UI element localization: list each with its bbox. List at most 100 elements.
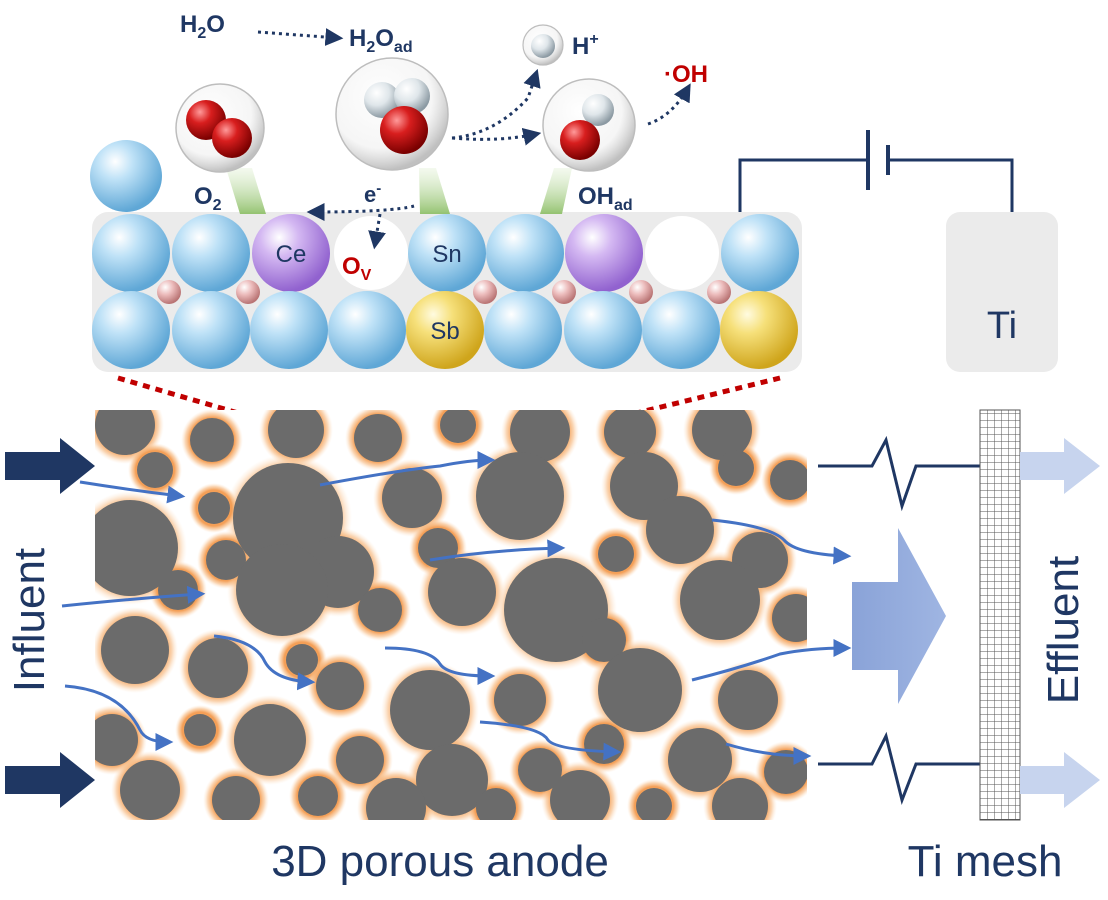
ce-atom: [252, 214, 330, 292]
sn-atom: [172, 291, 250, 369]
electron-label: e-: [364, 180, 381, 207]
anode-particle: [188, 638, 248, 698]
arrow-to-proton: [451, 68, 541, 140]
effluent-arrow-bottom: [1020, 752, 1100, 808]
sn-atom: [486, 214, 564, 292]
ce-atom: [565, 214, 643, 292]
anode-particle: [184, 714, 216, 746]
circuit-wire: [738, 130, 1014, 212]
oxygen-atom: [473, 280, 497, 304]
sn-atom: [172, 214, 250, 292]
anode-particle: [286, 644, 318, 676]
effluent-arrow-top: [1020, 438, 1100, 494]
ti-mesh: [979, 409, 1021, 821]
anode-particle: [504, 558, 608, 662]
oxygen-atom: [552, 280, 576, 304]
adsorption-cones: [226, 168, 572, 214]
anode-particle: [646, 496, 714, 564]
anode-particle: [354, 414, 402, 462]
ti-mesh-label: Ti mesh: [908, 837, 1063, 886]
sb-atom: [406, 291, 484, 369]
anode-particle: [476, 788, 516, 820]
oh-radical-label: ·OH: [664, 61, 708, 88]
effluent-arrows: [1020, 438, 1100, 808]
influent-label: Influent: [5, 548, 54, 692]
o2-label: O2: [194, 183, 222, 214]
anode-particle: [772, 594, 807, 642]
anode-particle: [206, 540, 246, 580]
porous-anode: [95, 410, 807, 820]
sn-atom: [484, 291, 562, 369]
anode-particle: [137, 452, 173, 488]
anode-particle: [668, 728, 732, 792]
oxygen-atom: [629, 280, 653, 304]
sn-atom: [92, 291, 170, 369]
anode-particle: [598, 536, 634, 572]
influent-arrow-top: [5, 438, 95, 494]
anode-particle: [510, 410, 570, 462]
anode-particle: [518, 748, 562, 792]
anode-particle: [494, 674, 546, 726]
anode-particle: [604, 410, 656, 458]
anode-particle: [190, 418, 234, 462]
anode-particle: [390, 670, 470, 750]
flow-direction-arrow: [852, 528, 946, 704]
effluent-label: Effluent: [1039, 556, 1088, 704]
anode-particle: [718, 670, 778, 730]
sb-label: Sb: [430, 318, 459, 345]
oxygen-atom: [707, 280, 731, 304]
anode-particle: [95, 714, 138, 766]
anode-particle: [236, 544, 328, 636]
ti-electrode-label: Ti: [987, 305, 1017, 347]
anode-particle: [476, 452, 564, 540]
mesh-wires: [818, 435, 980, 805]
arrow-h2o-adsorption: [257, 28, 344, 47]
ce-label: Ce: [276, 241, 307, 268]
h2o-label: H2O: [180, 11, 225, 42]
influent-arrows: [5, 438, 95, 808]
surface-atom: [90, 140, 162, 212]
proton-label: H+: [572, 31, 599, 60]
sn-atom: [642, 291, 720, 369]
anode-particle: [298, 776, 338, 816]
sn-atom: [328, 291, 406, 369]
anode-particle: [712, 778, 768, 820]
oxygen-atom: [157, 280, 181, 304]
adsorption-cone: [419, 168, 450, 214]
anode-particle: [550, 770, 610, 820]
arrow-to-vacancy: [368, 213, 386, 250]
anode-particle: [316, 662, 364, 710]
adsorption-cone: [540, 168, 572, 214]
oh-molecule: [542, 78, 636, 172]
anode-particle: [636, 788, 672, 820]
sn-atom: [721, 214, 799, 292]
reaction-arrows: [257, 28, 691, 250]
anode-particle: [120, 760, 180, 820]
arrow-to-ohad: [451, 127, 542, 146]
sn-atom: [250, 291, 328, 369]
anode-particle: [584, 724, 624, 764]
arrow-to-oh-radical: [647, 83, 691, 126]
adsorption-cone: [226, 168, 266, 214]
anode-particle: [718, 450, 754, 486]
anode-particle: [198, 492, 230, 524]
ohad-label: OHad: [578, 183, 633, 214]
influent-arrow-bottom: [5, 752, 95, 808]
anode-particle: [366, 778, 426, 820]
anode-particle: [158, 570, 198, 610]
lattice-oxygen-atoms: [157, 280, 731, 304]
sn-atom: [408, 214, 486, 292]
sn-atom: [564, 291, 642, 369]
anode-particle: [336, 736, 384, 784]
sb-atom: [720, 291, 798, 369]
arrow-electron-transfer: [306, 202, 415, 221]
flow-streamlines: [61, 451, 852, 765]
oxygen-vacancy: [645, 216, 719, 290]
oxygen-atom: [236, 280, 260, 304]
anode-particle: [680, 560, 760, 640]
anode-particle: [440, 410, 476, 443]
anode-particles: [95, 410, 807, 820]
sn-label: Sn: [432, 241, 461, 268]
lattice-bottom-row: [92, 291, 798, 369]
